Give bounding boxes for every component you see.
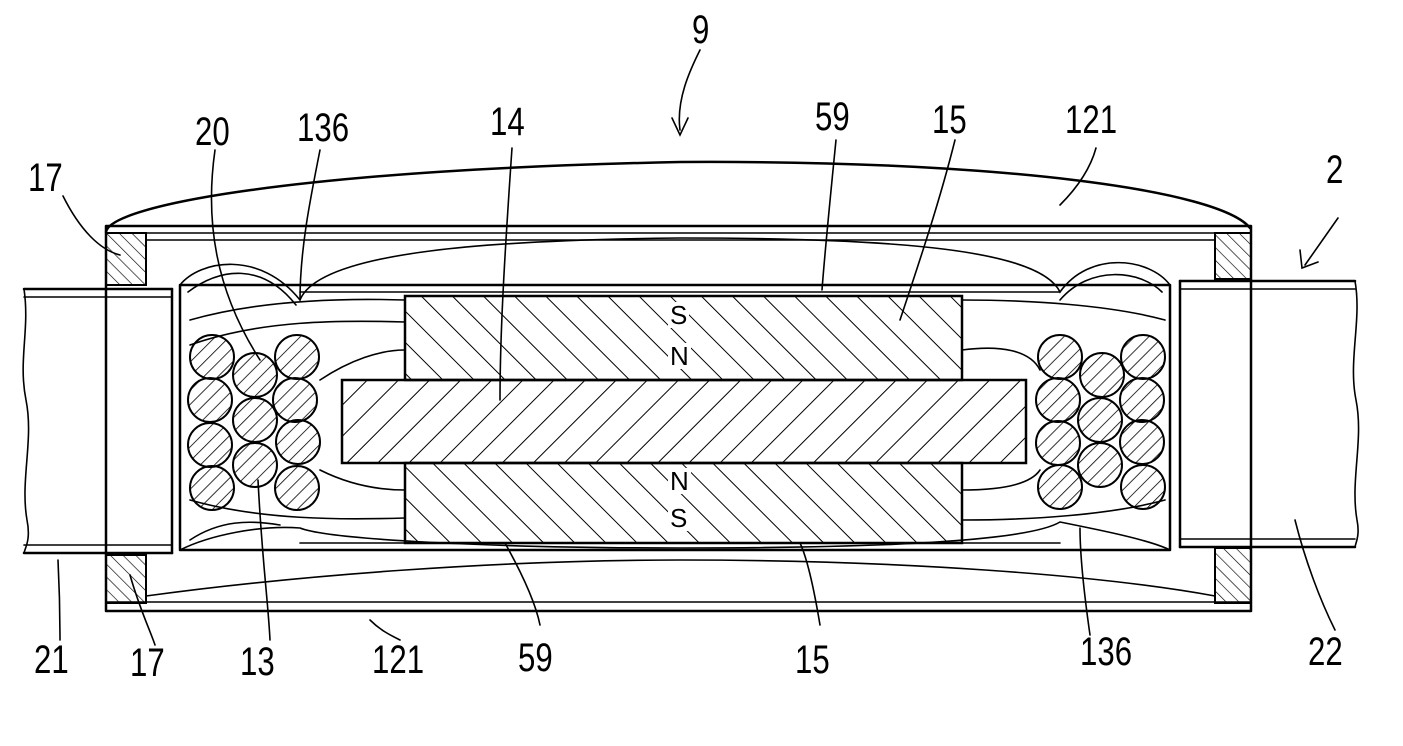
housing-121	[104, 160, 1253, 613]
label-2: 2	[1326, 148, 1344, 192]
inner-capsule	[178, 237, 1172, 552]
label-17-bottom: 17	[130, 641, 165, 685]
label-121-top: 121	[1065, 98, 1118, 142]
coil-winding-left	[187, 334, 321, 511]
end-cap-17-left-bottom	[105, 554, 147, 604]
pole-s-lower: S	[668, 503, 690, 533]
leader-lines	[57, 49, 1339, 646]
label-13: 13	[240, 640, 275, 684]
label-15-bottom: 15	[795, 638, 830, 682]
pole-n-lower: N	[668, 466, 691, 496]
label-59-bottom: 59	[518, 636, 553, 680]
label-9: 9	[692, 8, 710, 52]
pipe-21-left	[22, 287, 174, 555]
label-22: 22	[1308, 630, 1343, 674]
end-cap-17-left-top	[105, 232, 147, 286]
label-21: 21	[34, 638, 69, 682]
label-136-bottom: 136	[1080, 630, 1133, 674]
label-121-bottom: 121	[372, 638, 425, 682]
end-cap-17-right-top	[1214, 232, 1252, 280]
label-20: 20	[195, 110, 230, 154]
pipe-22-right	[1178, 279, 1360, 549]
label-136-top: 136	[297, 106, 350, 150]
core-14	[340, 378, 1028, 465]
label-15-top: 15	[932, 98, 967, 142]
coil-winding-right	[1035, 334, 1166, 510]
pole-s-upper: S	[668, 300, 690, 330]
label-14: 14	[490, 100, 525, 144]
end-cap-17-right-bottom	[1214, 547, 1252, 604]
label-17-top: 17	[28, 156, 63, 200]
label-59-top: 59	[815, 95, 850, 139]
pole-n-upper: N	[668, 341, 691, 371]
